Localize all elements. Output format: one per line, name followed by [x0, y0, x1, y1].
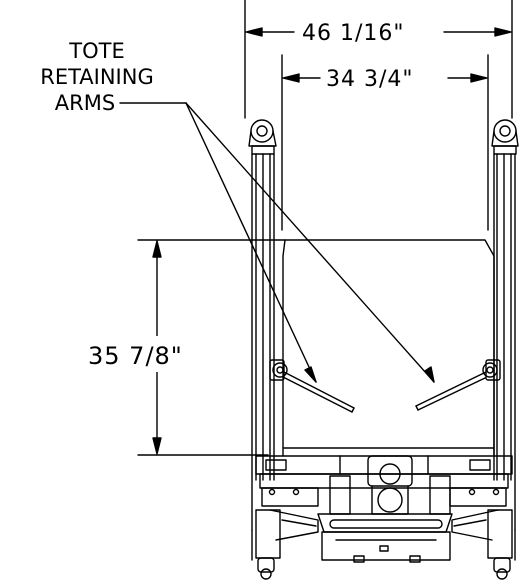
left-upright	[248, 119, 277, 531]
dimension-tote-height: 35 7/8"	[80, 239, 286, 456]
right-caster	[451, 509, 516, 580]
callout-label: TOTE RETAINING ARMS	[40, 39, 154, 115]
dimension-overall-width: 46 1/16"	[244, 0, 513, 119]
leader-arrowhead-left	[304, 366, 317, 383]
dimension-text-overall-width: 46 1/16"	[302, 21, 405, 46]
tote-body	[282, 239, 495, 457]
base-assembly	[255, 455, 513, 563]
callout-leaders	[119, 102, 435, 383]
dimension-inner-width: 34 3/4"	[281, 54, 489, 231]
callout-line-2: RETAINING	[40, 65, 154, 89]
dimension-text-tote-height: 35 7/8"	[88, 342, 183, 370]
dimension-text-inner-width: 34 3/4"	[326, 67, 414, 92]
right-retaining-arm	[415, 359, 501, 411]
callout-line-3: ARMS	[55, 91, 115, 115]
left-caster	[251, 509, 319, 580]
leader-arrowhead-right	[424, 366, 435, 383]
callout-line-1: TOTE	[68, 39, 124, 63]
right-upright	[491, 119, 519, 531]
left-retaining-arm	[269, 359, 355, 413]
